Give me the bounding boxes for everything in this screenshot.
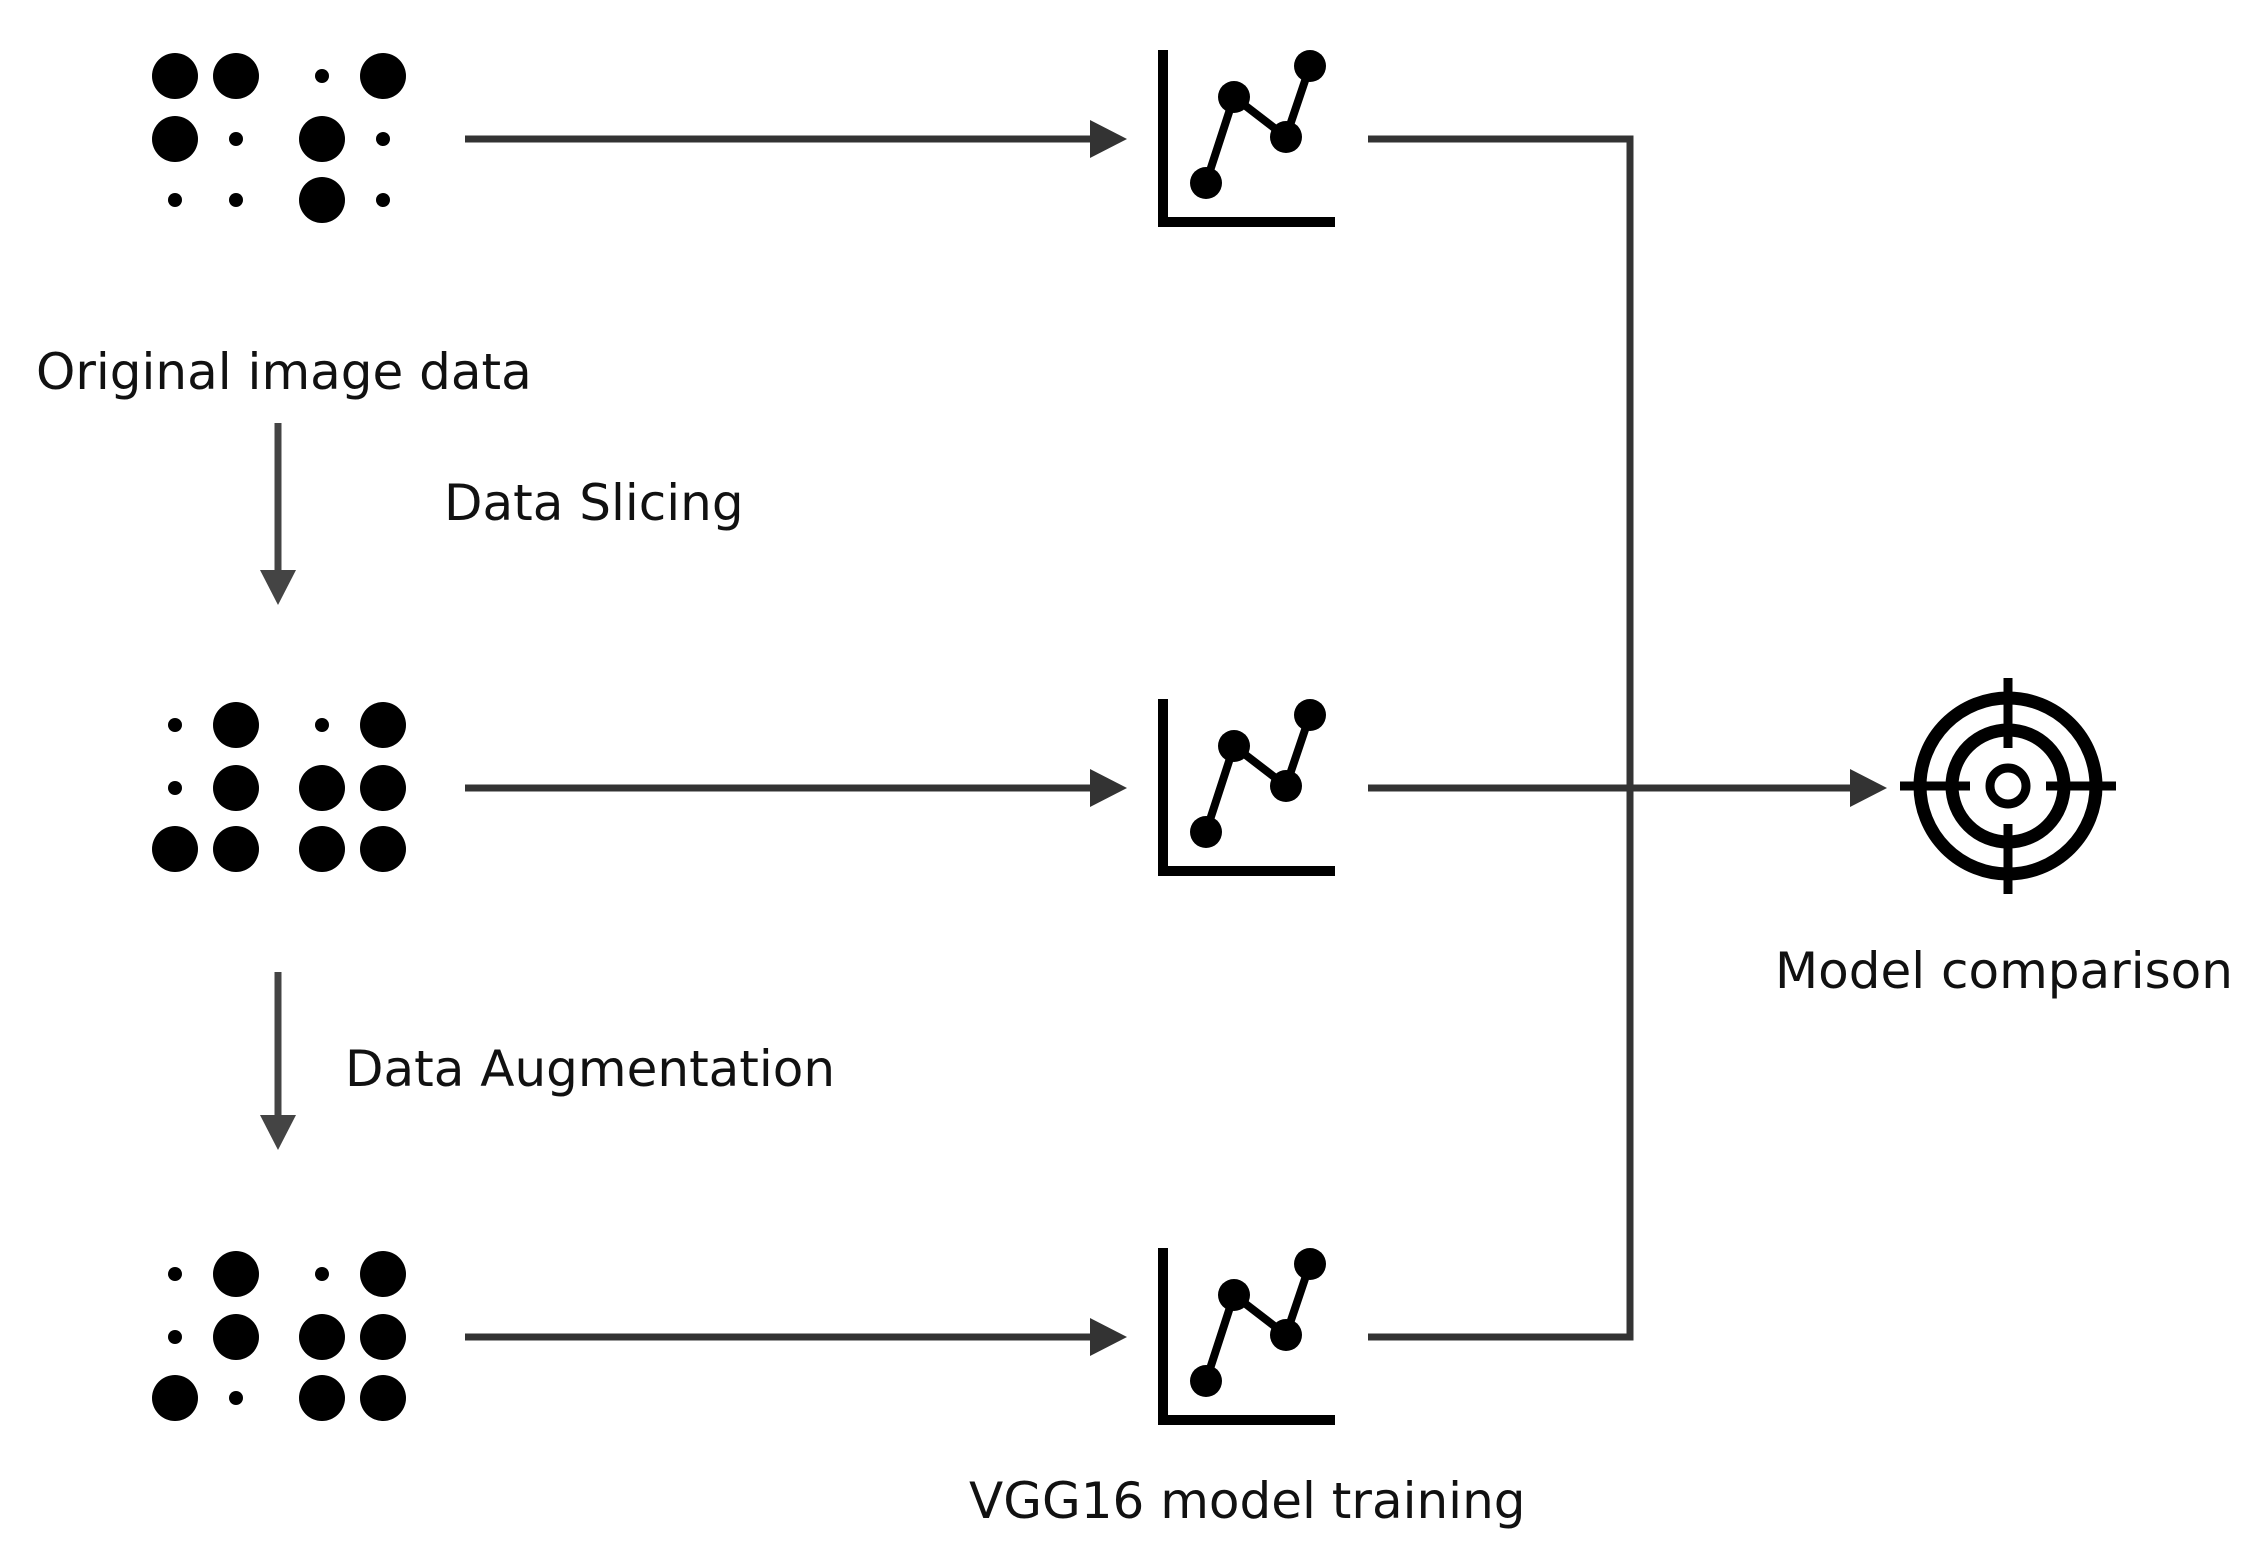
- arrow-to-model-1: [465, 120, 1127, 158]
- braille-dot-raised: [213, 53, 259, 99]
- braille-dot-flat: [229, 193, 243, 207]
- braille-dot-flat: [168, 193, 182, 207]
- original-image-label: Original image data: [36, 343, 532, 401]
- line-chart-icon: [1158, 50, 1335, 227]
- braille-dot-raised: [299, 826, 345, 872]
- braille-augmented-image: [152, 1251, 406, 1421]
- braille-dot-raised: [360, 826, 406, 872]
- arrow-to-model-2: [465, 769, 1127, 807]
- braille-dot-flat: [168, 781, 182, 795]
- braille-dot-raised: [152, 826, 198, 872]
- braille-dot-raised: [213, 826, 259, 872]
- braille-original-image: [152, 53, 406, 223]
- braille-dot-flat: [229, 1391, 243, 1405]
- braille-dot-raised: [360, 1314, 406, 1360]
- line-chart-icon: [1158, 699, 1335, 876]
- braille-dot-flat: [376, 193, 390, 207]
- braille-dot-flat: [315, 718, 329, 732]
- braille-dot-raised: [360, 765, 406, 811]
- braille-dot-raised: [360, 1375, 406, 1421]
- braille-dot-raised: [213, 765, 259, 811]
- braille-dot-flat: [168, 1330, 182, 1344]
- braille-dot-flat: [376, 132, 390, 146]
- braille-dot-raised: [213, 1314, 259, 1360]
- line-chart-icon: [1158, 1248, 1335, 1425]
- data-augmentation-label: Data Augmentation: [345, 1040, 836, 1098]
- arrow-to-model-3: [465, 1318, 1127, 1356]
- braille-dot-raised: [360, 702, 406, 748]
- braille-sliced-image: [152, 702, 406, 872]
- braille-dot-raised: [152, 116, 198, 162]
- braille-dot-raised: [152, 53, 198, 99]
- braille-dot-flat: [229, 132, 243, 146]
- braille-dot-flat: [168, 1267, 182, 1281]
- braille-dot-raised: [299, 116, 345, 162]
- braille-dot-raised: [360, 1251, 406, 1297]
- braille-dot-raised: [213, 1251, 259, 1297]
- braille-dot-raised: [299, 1314, 345, 1360]
- braille-dot-flat: [315, 1267, 329, 1281]
- braille-dot-flat: [315, 69, 329, 83]
- braille-dot-raised: [299, 765, 345, 811]
- braille-dot-raised: [152, 1375, 198, 1421]
- braille-dot-raised: [299, 1375, 345, 1421]
- model-training-label: VGG16 model training: [969, 1472, 1526, 1530]
- model-comparison-label: Model comparison: [1775, 942, 2233, 1000]
- slicing-arrow: [260, 423, 296, 605]
- braille-dot-raised: [213, 702, 259, 748]
- merge-connector: [1368, 135, 1887, 1341]
- braille-dot-raised: [360, 53, 406, 99]
- target-crosshair-icon: [1900, 678, 2116, 894]
- data-slicing-label: Data Slicing: [444, 474, 744, 532]
- augmentation-arrow: [260, 972, 296, 1150]
- braille-dot-raised: [299, 177, 345, 223]
- braille-dot-flat: [168, 718, 182, 732]
